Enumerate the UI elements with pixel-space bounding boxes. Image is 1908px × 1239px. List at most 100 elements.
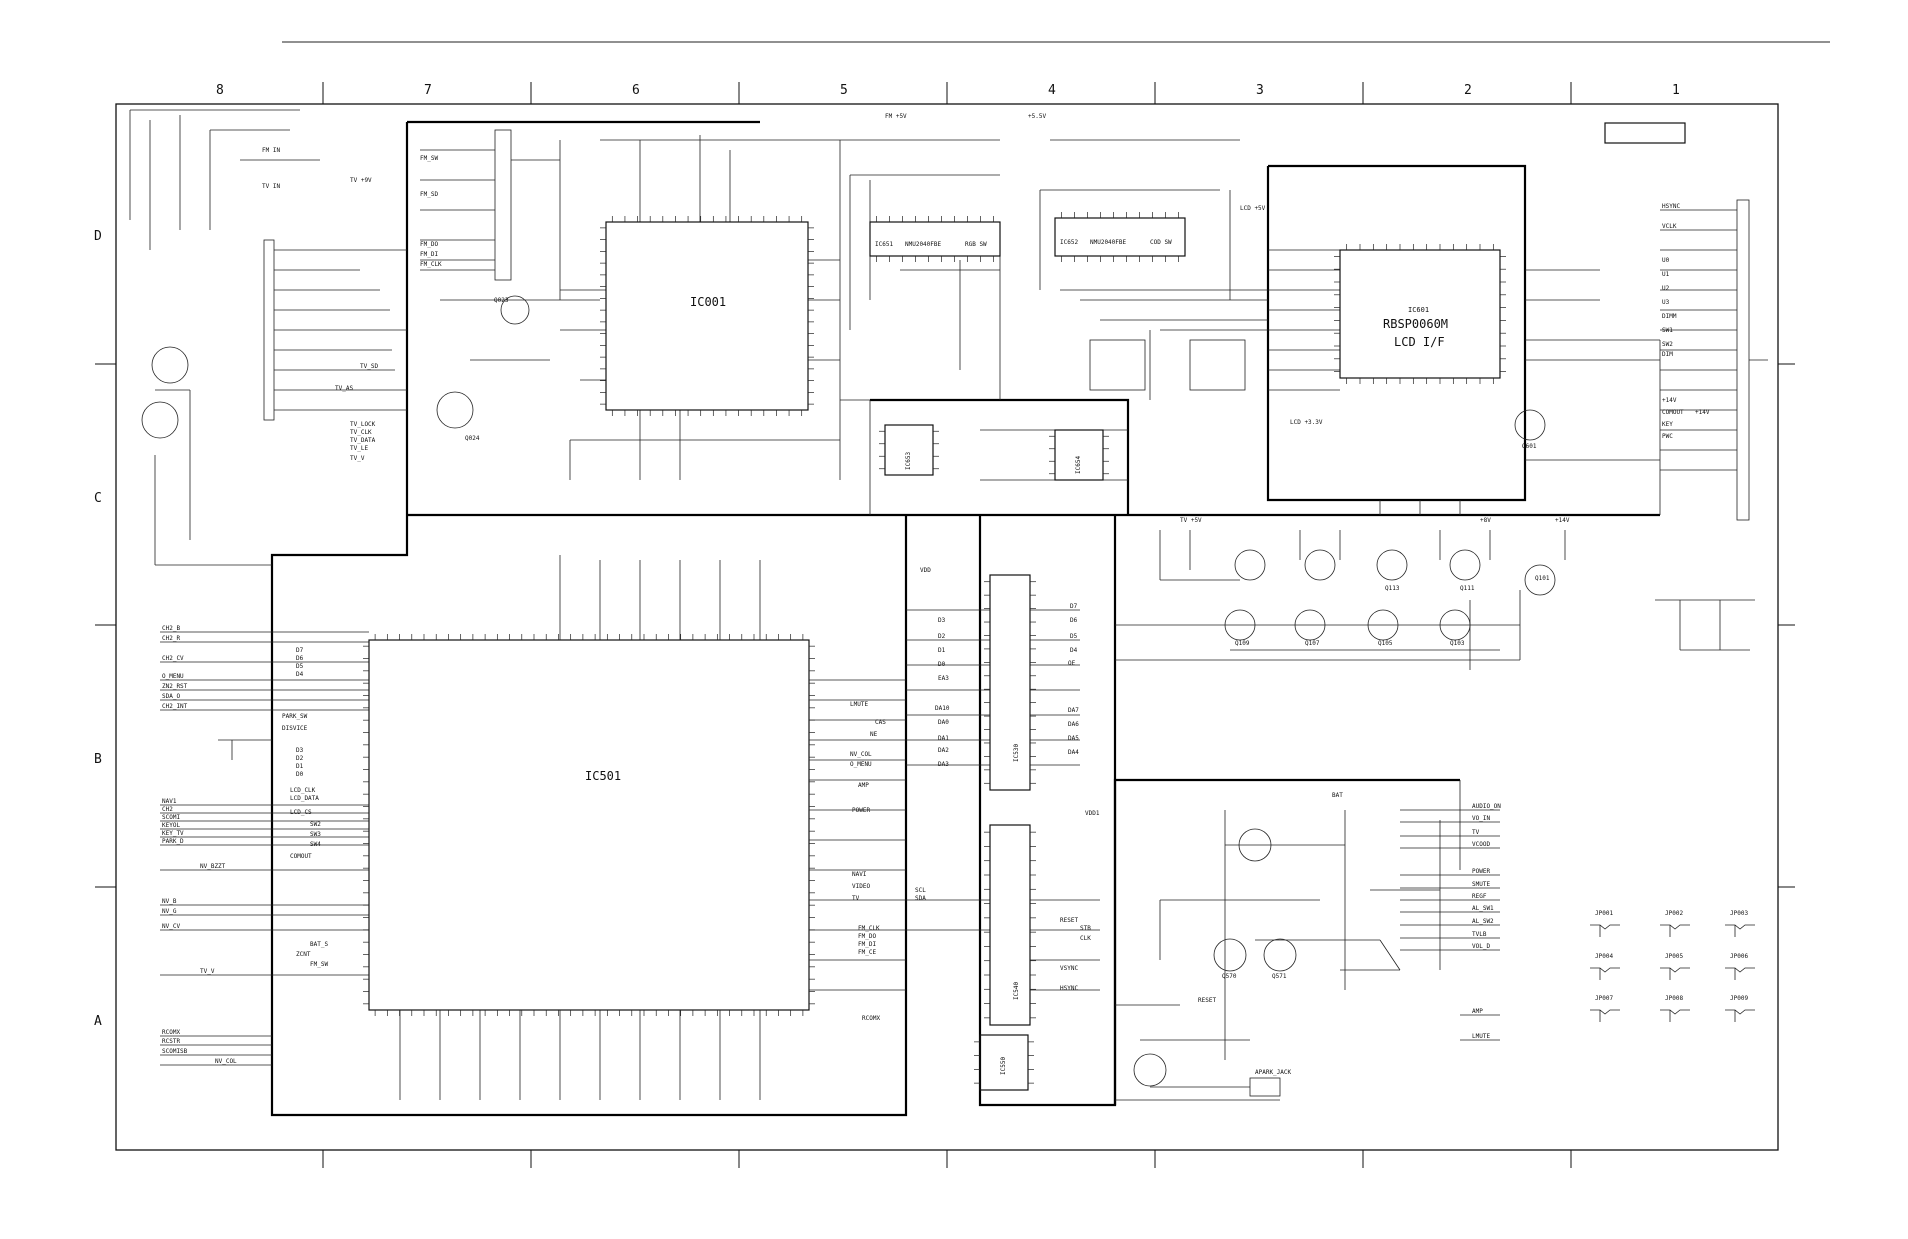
ic501-label: IC501 xyxy=(585,769,621,783)
ic540-lbl-0: SCL xyxy=(915,887,926,894)
zone-col-7: 7 xyxy=(424,83,432,98)
fm-clk-label: FM_CLK xyxy=(420,261,442,268)
conn-sig-10: +14V xyxy=(1662,397,1677,404)
ic654-label: IC654 xyxy=(1075,456,1082,474)
zone-col-6: 6 xyxy=(632,83,640,98)
ic540-lbl-3: STB xyxy=(1080,925,1091,932)
jp006-label: JP006 xyxy=(1730,953,1748,960)
ic550-body xyxy=(979,1034,1029,1091)
ic501-pin-r1: CAS xyxy=(875,719,886,726)
zone-col-8: 8 xyxy=(216,83,224,98)
ic530-pin-7: DA4 xyxy=(1068,749,1079,756)
ic530-pin-12: OE xyxy=(1068,660,1076,667)
left-sig-16: NV_CV xyxy=(162,923,180,930)
fm-di-label: FM_DI xyxy=(420,251,438,258)
ic501-pin-l9: D0 xyxy=(296,771,304,778)
ic540-lbl-6: HSYNC xyxy=(1060,985,1078,992)
sheet-frame xyxy=(115,103,1779,1151)
jp009-label: JP009 xyxy=(1730,995,1748,1002)
jp001-label: JP001 xyxy=(1595,910,1613,917)
ic501-pin-l8: D1 xyxy=(296,763,304,770)
ic501-pin-r5: AMP xyxy=(858,782,869,789)
br-sig-2: TV xyxy=(1472,829,1480,836)
jumper-symbol xyxy=(1590,924,1620,937)
ic651-part: NMU2040FBE xyxy=(905,241,942,248)
ic530-pin-0: D7 xyxy=(1070,603,1078,610)
ic530-pin-15: DA0 xyxy=(938,719,949,726)
ic501-pin-l12: LCD_CS xyxy=(290,809,312,816)
ic652-label: IC652 xyxy=(1060,239,1078,246)
tv5v-label: TV +5V xyxy=(1180,517,1202,524)
conn-sig-0: HSYNC xyxy=(1662,203,1680,210)
ic501-pin-r11: FM_DO xyxy=(858,933,876,940)
left-sig-4: ZN2_RST xyxy=(162,683,188,690)
ic530-pin-2: D5 xyxy=(1070,633,1078,640)
fm-in-label: FM IN xyxy=(262,147,280,154)
tv-in-label: TV IN xyxy=(262,183,280,190)
ic501-pin-r3: NV_COL xyxy=(850,751,872,758)
ic651-label: IC651 xyxy=(875,241,893,248)
left-sig-20: SCOMISB xyxy=(162,1048,188,1055)
ic001-body xyxy=(605,221,809,411)
ic501-pin-r4: O_MENU xyxy=(850,761,872,768)
sheet-title-box xyxy=(1604,122,1686,144)
jumper-symbol xyxy=(1660,924,1690,937)
conn-sig-8: SW2 xyxy=(1662,341,1673,348)
q024-label: Q024 xyxy=(465,435,480,442)
ic530-pin-17: DA2 xyxy=(938,747,949,754)
ic501-pin-l1: D6 xyxy=(296,655,304,662)
br-sig-4: POWER xyxy=(1472,868,1490,875)
left-sig-6: CH2_INT xyxy=(162,703,188,710)
ic501-pin-l19: FM_SW xyxy=(310,961,328,968)
q570-label: Q570 xyxy=(1222,973,1237,980)
tv-clk-label: TV_CLK xyxy=(350,429,372,436)
zone-row-b: B xyxy=(94,752,102,767)
ic651-body xyxy=(869,221,1001,257)
tv-sd-label: TV_SD xyxy=(360,363,378,370)
ic501-pin-l16: COMOUT xyxy=(290,853,312,860)
ic530-pin-6: DA5 xyxy=(1068,735,1079,742)
park-jack-label: APARK_JACK xyxy=(1255,1069,1292,1076)
ic601-part: RBSP0060M xyxy=(1383,317,1448,331)
ic501-pin-r7: NAVI xyxy=(852,871,867,878)
ic501-pin-l10: LCD_CLK xyxy=(290,787,316,794)
fm-sw-label: FM_SW xyxy=(420,155,438,162)
reset-label: RESET xyxy=(1198,997,1216,1004)
left-sig-7: NAV1 xyxy=(162,798,177,805)
q113-label: Q113 xyxy=(1385,585,1400,592)
zone-row-d: D xyxy=(94,229,102,244)
left-sig-2: CH2_CV xyxy=(162,655,184,662)
ic652-part: NMU2040FBE xyxy=(1090,239,1127,246)
ic530-pin-16: DA1 xyxy=(938,735,949,742)
jp004-label: JP004 xyxy=(1595,953,1613,960)
tv-lock-label: TV_LOCK xyxy=(350,421,376,428)
conn-sig-6: DIMM xyxy=(1662,313,1677,320)
ic530-pin-1: D6 xyxy=(1070,617,1078,624)
jp003-label: JP003 xyxy=(1730,910,1748,917)
ic530-pin-13: EA3 xyxy=(938,675,949,682)
ic501-pin-l6: D3 xyxy=(296,747,304,754)
ic501-pin-r6: POWER xyxy=(852,807,870,814)
left-sig-1: CH2_R xyxy=(162,635,180,642)
ic654-body xyxy=(1054,429,1104,481)
ic001-label: IC001 xyxy=(690,295,726,309)
conn-sig-2: U0 xyxy=(1662,257,1670,264)
q109-label: Q109 xyxy=(1235,640,1250,647)
left-sig-9: SCOMI xyxy=(162,814,180,821)
br-sig-3: VCOOD xyxy=(1472,841,1490,848)
p5v-label: +5.5V xyxy=(1028,113,1046,120)
vdd-label: VDD xyxy=(920,567,931,574)
ic540-lbl-1: SDA xyxy=(915,895,926,902)
ic501-pin-l13: SW2 xyxy=(310,821,321,828)
ic540-body xyxy=(989,824,1031,1026)
ic501-pin-r2: NE xyxy=(870,731,878,738)
q103-label: Q103 xyxy=(1450,640,1465,647)
ic530-label: IC530 xyxy=(1013,744,1020,762)
ic530-body xyxy=(989,574,1031,791)
ic501-pin-r9: TV xyxy=(852,895,860,902)
jp002-label: JP002 xyxy=(1665,910,1683,917)
ic501-pin-l4: PARK_SW xyxy=(282,713,308,720)
ic601-label: IC601 xyxy=(1408,306,1429,314)
jumper-symbol xyxy=(1590,1009,1620,1022)
